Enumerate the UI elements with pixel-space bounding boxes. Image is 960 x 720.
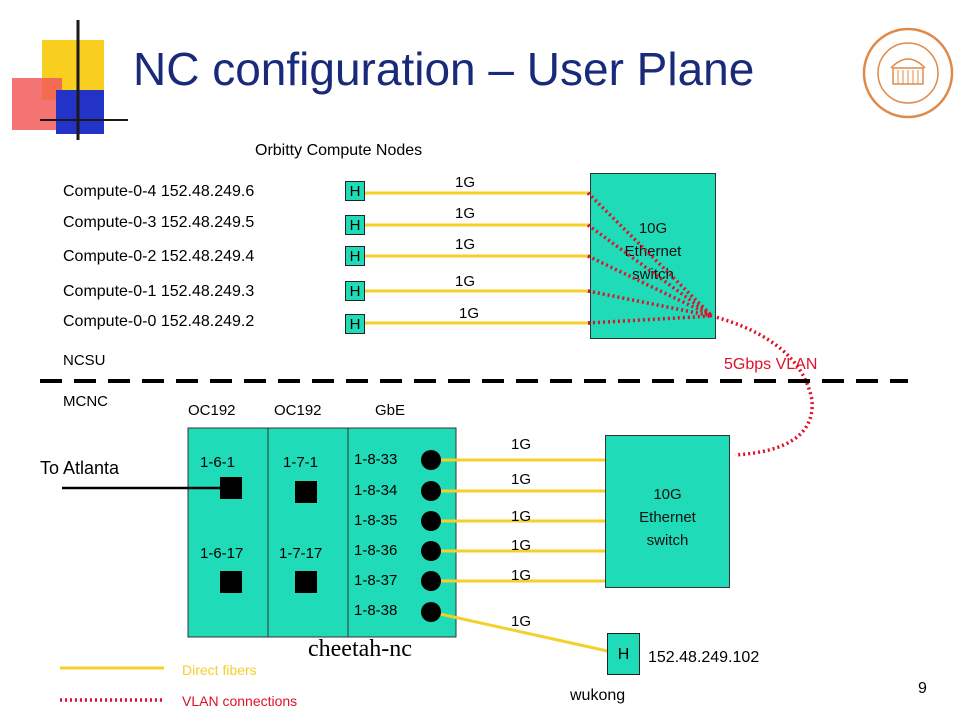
link-speed-label: 1G (455, 174, 476, 191)
gbe-port-label: 1-8-33 (354, 451, 398, 468)
slide-title: NC configuration – User Plane (133, 43, 755, 95)
link-speed-label: 1G (511, 508, 532, 525)
card-header: GbE (375, 402, 406, 419)
link-speed-label: 1G (511, 436, 532, 453)
wukong-host-box: H (607, 633, 640, 675)
gbe-port-label: 1-8-38 (354, 602, 398, 619)
mcnc-label: MCNC (63, 393, 108, 410)
gbe-port-label: 1-8-35 (354, 512, 398, 529)
vlan-label: 5Gbps VLAN (724, 356, 818, 373)
legend-vlan-label: VLAN connections (182, 693, 298, 709)
gbe-ports (421, 450, 441, 622)
chassis-name: cheetah-nc (308, 636, 412, 662)
link-speed-label: 1G (455, 236, 476, 253)
compute-node-label: Compute-0-4 152.48.249.6 (63, 183, 255, 200)
host-box: H (345, 314, 365, 334)
port-1-7-1 (295, 481, 317, 503)
switch-speed: 10G (653, 486, 682, 503)
port-1-7-17 (295, 571, 317, 593)
corner-decoration (12, 20, 128, 140)
link-speed-label: 1G (511, 537, 532, 554)
link-speed-label: 1G (511, 613, 532, 630)
wukong-ip: 152.48.249.102 (648, 649, 760, 666)
port-label: 1-7-17 (279, 545, 323, 562)
compute-node-label: Compute-0-0 152.48.249.2 (63, 313, 255, 330)
link-speed-label: 1G (459, 305, 480, 322)
gbe-port-label: 1-8-36 (354, 542, 398, 559)
compute-nodes-header: Orbitty Compute Nodes (255, 142, 423, 159)
bottom-ethernet-switch: 10G Ethernet switch (605, 435, 730, 588)
cheetah-chassis (187, 427, 457, 638)
link-speed-label: 1G (455, 273, 476, 290)
port-label: 1-6-1 (200, 454, 236, 471)
port-label: 1-7-1 (283, 454, 319, 471)
link-speed-label: 1G (455, 205, 476, 222)
wukong-label: wukong (570, 687, 626, 704)
port-label: 1-6-17 (200, 545, 244, 562)
legend-direct-label: Direct fibers (182, 662, 257, 678)
bottom-fiber-links (430, 458, 613, 654)
gbe-port-label: 1-8-34 (354, 482, 398, 499)
host-box: H (345, 181, 365, 201)
switch-word: switch (646, 532, 689, 549)
university-seal-icon (862, 27, 954, 119)
ncsu-label: NCSU (63, 352, 106, 369)
page-number: 9 (918, 680, 927, 697)
switch-speed: 10G (638, 220, 668, 237)
switch-type: Ethernet (624, 243, 682, 260)
port-1-6-1 (220, 477, 242, 499)
compute-node-label: Compute-0-2 152.48.249.4 (63, 248, 255, 265)
card-header: OC192 (188, 402, 236, 419)
host-box: H (345, 281, 365, 301)
switch-type: Ethernet (639, 509, 696, 526)
host-box: H (345, 215, 365, 235)
gbe-port-label: 1-8-37 (354, 572, 398, 589)
to-atlanta-label: To Atlanta (40, 458, 120, 478)
compute-node-label: Compute-0-3 152.48.249.5 (63, 214, 255, 231)
compute-node-label: Compute-0-1 152.48.249.3 (63, 283, 255, 300)
link-speed-label: 1G (511, 567, 532, 584)
card-header: OC192 (274, 402, 322, 419)
link-speed-label: 1G (511, 471, 532, 488)
port-1-6-17 (220, 571, 242, 593)
host-box: H (345, 246, 365, 266)
top-fiber-links (365, 191, 590, 325)
